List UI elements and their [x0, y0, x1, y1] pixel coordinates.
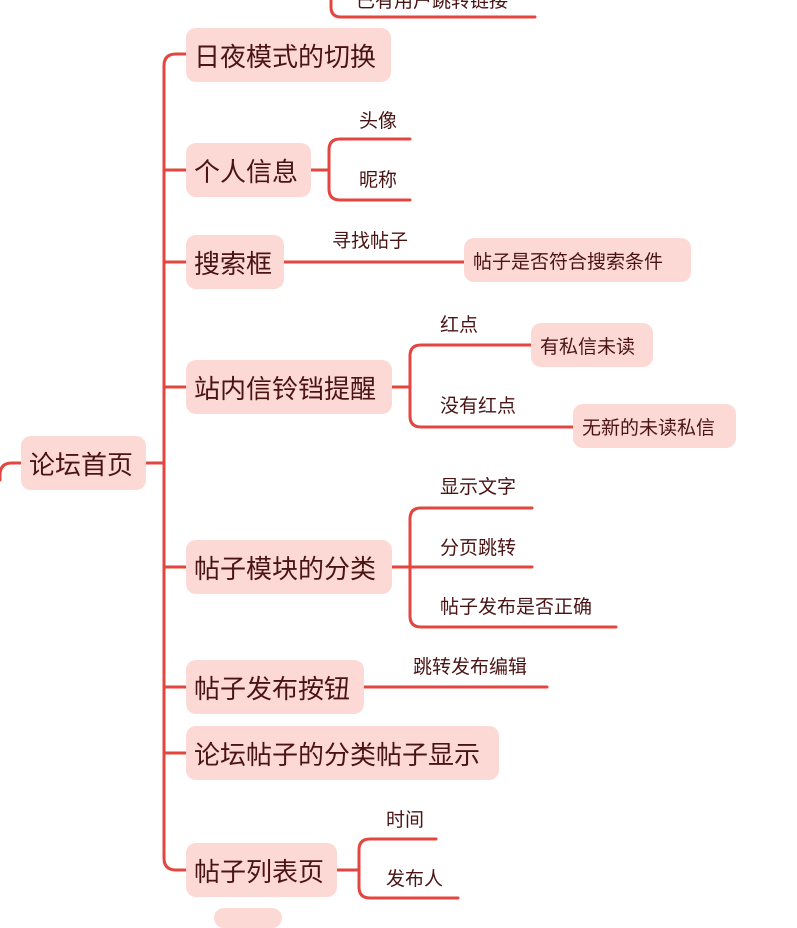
child-label-post-correct: 帖子发布是否正确 [440, 596, 593, 618]
branch-node-publish-button[interactable]: 帖子发布按钮 [186, 660, 364, 714]
child-label-avatar: 头像 [359, 110, 398, 132]
branch-node-personal-info[interactable]: 个人信息 [186, 143, 311, 197]
child-label-red-dot: 红点 [440, 314, 479, 336]
result-node-search-match[interactable]: 帖子是否符合搜索条件 [464, 238, 691, 282]
child-label-pagination: 分页跳转 [440, 537, 517, 559]
branch-label: 搜索框 [194, 249, 273, 280]
root-node[interactable]: 论坛首页 [21, 436, 146, 490]
edge-label-jump-to-editor: 跳转发布编辑 [413, 656, 528, 678]
child-label-nickname: 昵称 [359, 169, 398, 191]
top-cut-label: 已有用户跳转链接 [356, 0, 509, 12]
result-node-unread-dm[interactable]: 有私信未读 [531, 323, 653, 367]
branch-label: 帖子模块的分类 [194, 554, 377, 585]
result-label: 帖子是否符合搜索条件 [473, 250, 664, 273]
branch-label: 帖子列表页 [194, 857, 325, 888]
result-label: 无新的未读私信 [582, 416, 716, 439]
child-label-no-red-dot: 没有红点 [440, 395, 517, 417]
result-label: 有私信未读 [540, 335, 636, 358]
connector-top-cut [329, 0, 537, 19]
branch-node-category-posts[interactable]: 论坛帖子的分类帖子显示 [186, 726, 499, 780]
branch-label: 论坛帖子的分类帖子显示 [194, 740, 481, 771]
branch-node-post-categories[interactable]: 帖子模块的分类 [186, 540, 392, 594]
edge-label-find-post: 寻找帖子 [332, 230, 409, 252]
branch-label: 站内信铃铛提醒 [194, 374, 377, 405]
child-label-time: 时间 [386, 809, 425, 831]
child-label-publisher: 发布人 [386, 868, 444, 890]
branch-label: 帖子发布按钮 [194, 674, 351, 705]
branch-node-bell-notice[interactable]: 站内信铃铛提醒 [186, 360, 392, 414]
child-label-show-text: 显示文字 [440, 476, 517, 498]
connector-left-edge [0, 461, 23, 482]
branch-node-search-box[interactable]: 搜索框 [186, 235, 284, 289]
branch-label: 日夜模式的切换 [194, 42, 377, 73]
branch-node-cut-bottom[interactable] [214, 908, 282, 928]
branch-node-post-list[interactable]: 帖子列表页 [186, 843, 337, 897]
root-label: 论坛首页 [29, 450, 134, 481]
branch-node-day-night[interactable]: 日夜模式的切换 [186, 28, 391, 82]
branch-label: 个人信息 [194, 157, 299, 188]
result-node-no-new-dm[interactable]: 无新的未读私信 [573, 404, 736, 448]
connector-trunk [162, 64, 188, 872]
